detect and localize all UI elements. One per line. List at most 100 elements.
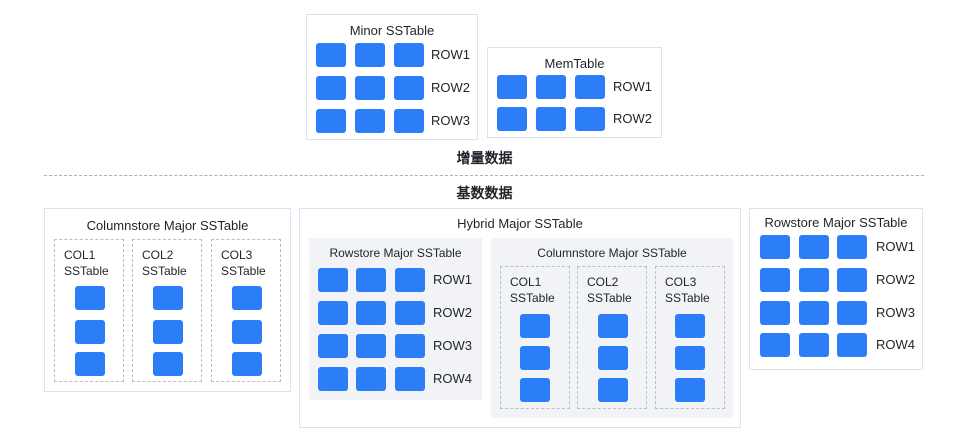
hybrid-columnstore-title: Columnstore Major SSTable: [537, 246, 687, 260]
data-cell: [497, 107, 527, 131]
row-label: ROW1: [433, 272, 472, 287]
data-cell: [318, 301, 348, 325]
row-label: ROW2: [433, 305, 472, 320]
data-cell: [153, 320, 183, 344]
column-sstable-col1: COL1 SSTable: [54, 239, 124, 382]
row-label: ROW3: [433, 338, 472, 353]
data-cell: [394, 109, 424, 133]
hybrid-columnstore-group: Columnstore Major SSTable COL1 SSTable C…: [491, 238, 733, 418]
columnstore-major-title: Columnstore Major SSTable: [86, 218, 249, 233]
data-cell: [837, 268, 867, 292]
data-cell: [760, 333, 790, 357]
data-cell: [675, 314, 705, 338]
baseline-data-label: 基数数据: [456, 185, 513, 201]
hybrid-major-panel: Hybrid Major SSTable Rowstore Major SSTa…: [299, 208, 741, 428]
hybrid-rowstore-title: Rowstore Major SSTable: [329, 246, 462, 260]
data-cell: [598, 314, 628, 338]
data-cell: [318, 334, 348, 358]
data-cell: [394, 43, 424, 67]
row-label: ROW1: [431, 47, 470, 62]
data-cell: [316, 109, 346, 133]
incremental-data-label: 增量数据: [456, 150, 513, 166]
row-label: ROW3: [431, 113, 470, 128]
data-cell: [318, 367, 348, 391]
data-cell: [799, 268, 829, 292]
data-cell: [356, 334, 386, 358]
section-divider: [44, 175, 924, 176]
rowstore-major-panel: Rowstore Major SSTable ROW1 ROW2 ROW3 RO…: [749, 208, 923, 370]
data-cell: [356, 268, 386, 292]
data-cell: [598, 346, 628, 370]
data-cell: [153, 352, 183, 376]
column-sub: SSTable: [587, 291, 632, 305]
row-label: ROW4: [433, 371, 472, 386]
column-sstable-col3: COL3 SSTable: [211, 239, 281, 382]
columnstore-major-panel: Columnstore Major SSTable COL1 SSTable C…: [44, 208, 291, 392]
data-cell: [575, 75, 605, 99]
column-name: COL1: [510, 275, 542, 289]
data-cell: [520, 346, 550, 370]
minor-sstable-panel: Minor SSTable ROW1 ROW2 ROW3: [306, 14, 478, 140]
column-sub: SSTable: [510, 291, 555, 305]
data-cell: [760, 301, 790, 325]
data-cell: [837, 235, 867, 259]
data-cell: [356, 367, 386, 391]
data-cell: [318, 268, 348, 292]
column-sub: SSTable: [665, 291, 710, 305]
rowstore-major-title: Rowstore Major SSTable: [764, 215, 908, 230]
hybrid-major-title: Hybrid Major SSTable: [457, 216, 583, 231]
data-cell: [232, 352, 262, 376]
hybrid-rowstore-group: Rowstore Major SSTable ROW1 ROW2 ROW3 RO…: [309, 238, 482, 400]
column-sub: SSTable: [64, 264, 109, 278]
row-label: ROW2: [613, 111, 652, 126]
data-cell: [675, 378, 705, 402]
row-label: ROW2: [876, 272, 915, 287]
column-name: COL1: [64, 248, 96, 262]
data-cell: [356, 301, 386, 325]
data-cell: [598, 378, 628, 402]
data-cell: [355, 109, 385, 133]
data-cell: [395, 367, 425, 391]
data-cell: [799, 301, 829, 325]
column-sstable-col1: COL1 SSTable: [500, 266, 570, 409]
data-cell: [575, 107, 605, 131]
data-cell: [520, 314, 550, 338]
data-cell: [395, 301, 425, 325]
column-sub: SSTable: [142, 264, 187, 278]
data-cell: [497, 75, 527, 99]
column-sstable-col3: COL3 SSTable: [655, 266, 725, 409]
data-cell: [837, 333, 867, 357]
minor-sstable-title: Minor SSTable: [349, 23, 435, 38]
data-cell: [232, 320, 262, 344]
column-name: COL2: [587, 275, 619, 289]
data-cell: [316, 76, 346, 100]
data-cell: [675, 346, 705, 370]
data-cell: [232, 286, 262, 310]
data-cell: [316, 43, 346, 67]
column-sstable-col2: COL2 SSTable: [577, 266, 647, 409]
row-label: ROW1: [613, 79, 652, 94]
data-cell: [760, 268, 790, 292]
column-name: COL3: [665, 275, 697, 289]
data-cell: [536, 107, 566, 131]
memtable-panel: MemTable ROW1 ROW2: [487, 47, 662, 138]
data-cell: [395, 334, 425, 358]
data-cell: [75, 320, 105, 344]
row-label: ROW4: [876, 337, 915, 352]
data-cell: [520, 378, 550, 402]
row-label: ROW1: [876, 239, 915, 254]
data-cell: [395, 268, 425, 292]
data-cell: [799, 333, 829, 357]
memtable-title: MemTable: [544, 56, 605, 71]
data-cell: [837, 301, 867, 325]
data-cell: [75, 352, 105, 376]
row-label: ROW3: [876, 305, 915, 320]
column-name: COL3: [221, 248, 253, 262]
column-name: COL2: [142, 248, 174, 262]
column-sub: SSTable: [221, 264, 266, 278]
row-label: ROW2: [431, 80, 470, 95]
data-cell: [394, 76, 424, 100]
data-cell: [355, 43, 385, 67]
column-sstable-col2: COL2 SSTable: [132, 239, 202, 382]
data-cell: [355, 76, 385, 100]
